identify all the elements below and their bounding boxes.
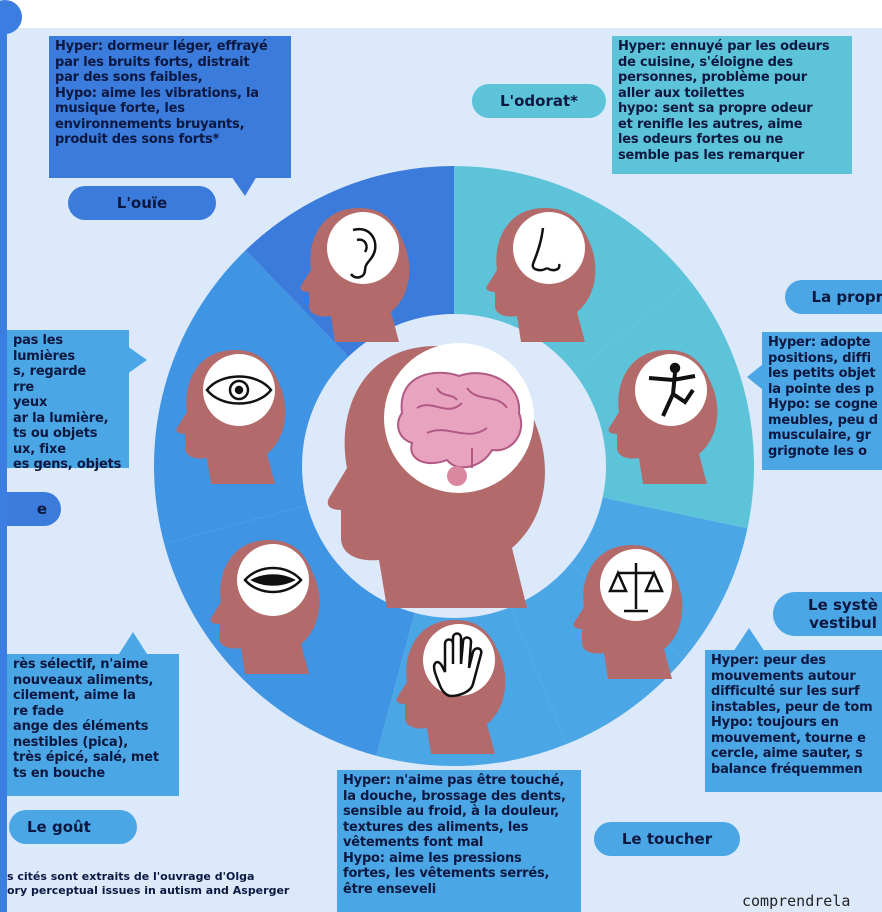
touch-description: Hyper: n'aime pas être touché, la douche… xyxy=(337,770,581,912)
vision-description: pas les lumières s, regarde rre yeux ar … xyxy=(7,330,129,472)
hand-icon xyxy=(396,620,506,754)
smell-label: L'odorat* xyxy=(472,84,606,118)
infographic-canvas: Hyper: dormeur léger, effrayé par les br… xyxy=(7,28,882,912)
proprioception-label: La proprio xyxy=(785,280,882,314)
dancer-icon xyxy=(608,350,718,484)
ear-icon xyxy=(300,208,410,342)
taste-callout-pointer xyxy=(119,632,147,654)
proprioception-description: Hyper: adopte positions, diffi les petit… xyxy=(762,332,882,470)
brain-head-icon xyxy=(327,343,545,608)
mouth-icon xyxy=(210,540,320,674)
senses-wheel xyxy=(154,166,754,767)
source-footnote: s cités sont extraits de l'ouvrage d'Olg… xyxy=(7,870,290,897)
vestibular-description: Hyper: peur des mouvements autour diffic… xyxy=(705,650,882,792)
taste-description: rès sélectif, n'aime nouveaux aliments, … xyxy=(7,654,179,796)
credit-watermark: comprendrela xyxy=(742,892,851,910)
hearing-label: L'ouïe xyxy=(68,186,216,220)
hearing-callout-pointer xyxy=(231,176,257,196)
vestibular-callout-pointer xyxy=(733,628,765,652)
vision-label: e xyxy=(7,492,61,526)
touch-label: Le toucher xyxy=(594,822,740,856)
vestibular-label: Le systè vestibul xyxy=(773,592,882,636)
nose-icon xyxy=(486,208,596,342)
left-accent-bar xyxy=(0,14,7,912)
eye-icon xyxy=(176,350,286,484)
taste-label: Le goût xyxy=(9,810,137,844)
proprioception-callout-pointer xyxy=(747,364,763,390)
hearing-description: Hyper: dormeur léger, effrayé par les br… xyxy=(49,36,291,178)
vision-callout-pointer xyxy=(127,346,147,374)
top-accent-dot xyxy=(0,0,22,34)
scale-icon xyxy=(573,545,683,679)
smell-description: Hyper: ennuyé par les odeurs de cuisine,… xyxy=(612,36,852,174)
